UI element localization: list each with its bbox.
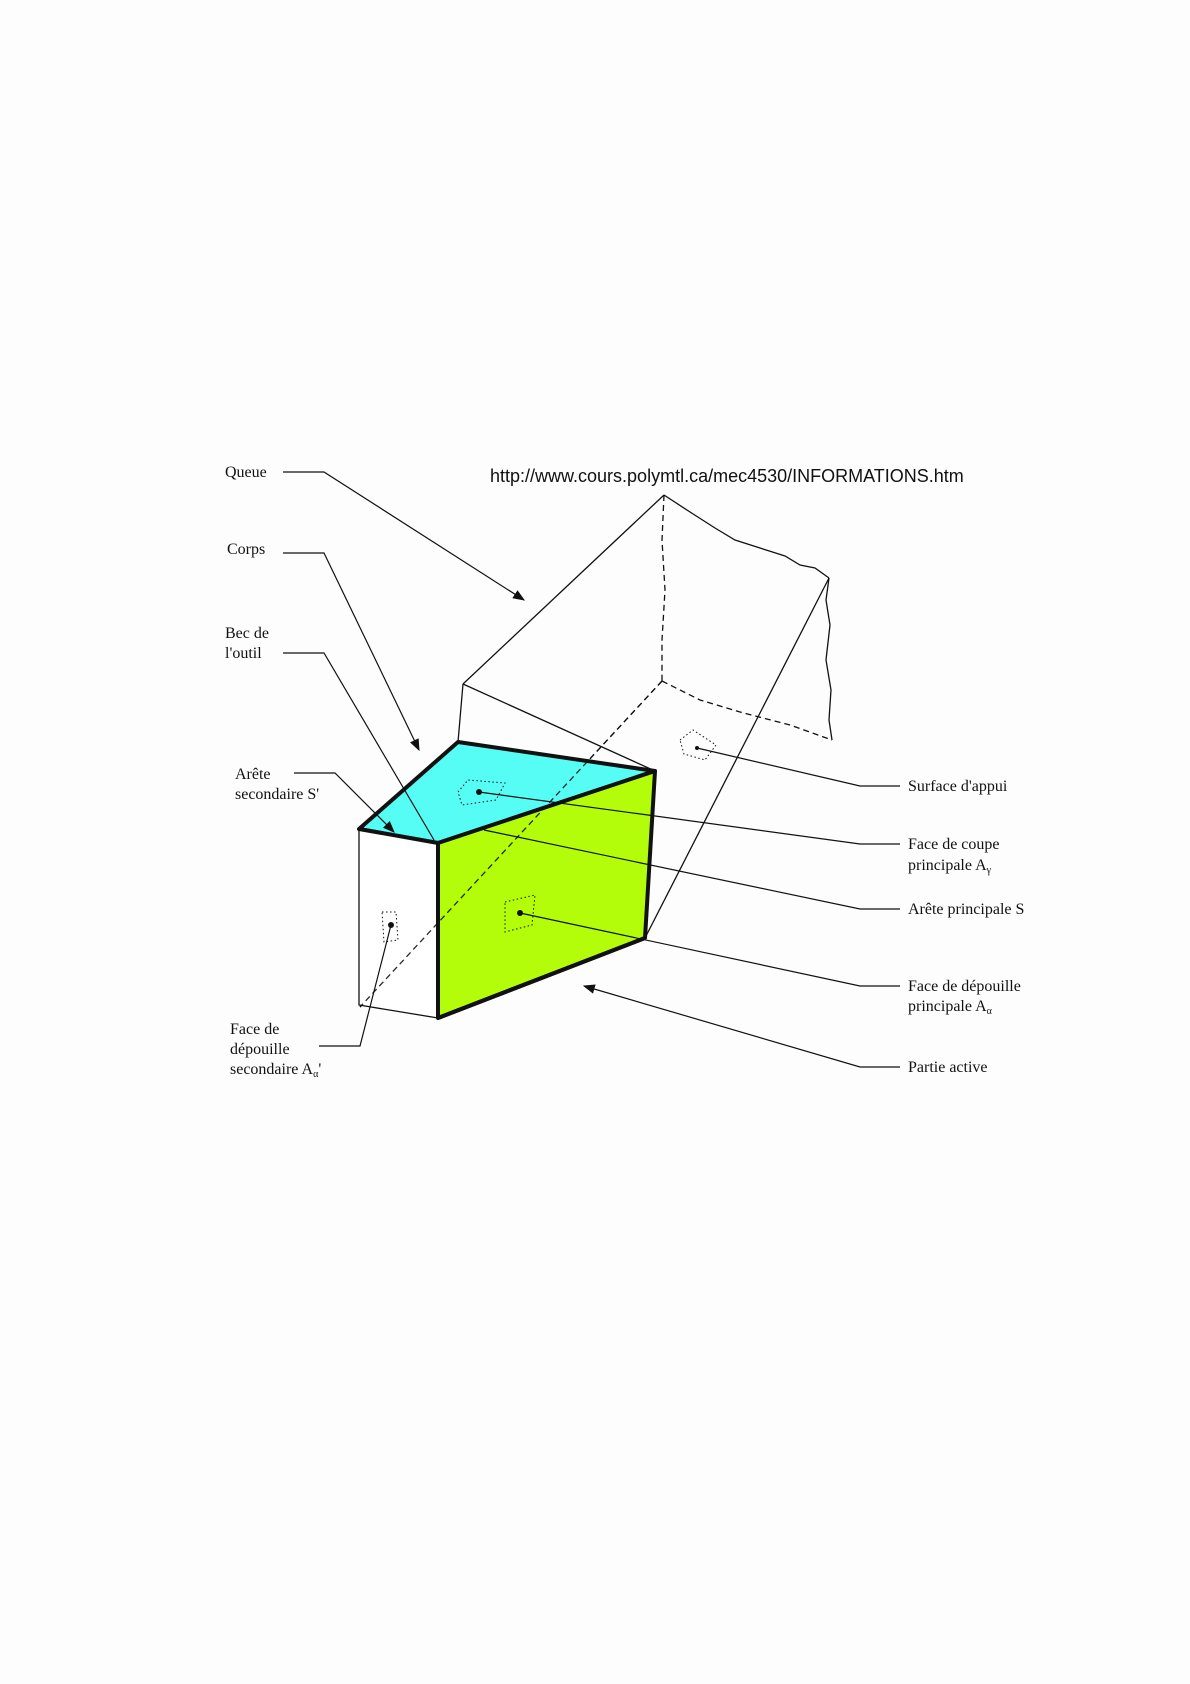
label-surface-appui: Surface d'appui xyxy=(908,778,1008,795)
label-queue: Queue xyxy=(225,464,267,481)
label-partie-active: Partie active xyxy=(908,1059,988,1076)
label-face-depouille-sec-line1: Face de xyxy=(230,1021,279,1038)
label-face-depouille-sec-line2: dépouille xyxy=(230,1041,290,1058)
label-bec-line1: Bec de xyxy=(225,625,269,642)
tool-shank xyxy=(457,494,833,939)
label-bec-line2: l'outil xyxy=(225,645,262,662)
label-arete-secondaire-line1: Arête xyxy=(235,766,271,783)
flank-face-secondary xyxy=(358,828,439,1019)
marker-dots xyxy=(388,746,699,928)
surface-markers xyxy=(381,729,717,943)
label-face-depouille-pr-line1: Face de dépouille xyxy=(908,978,1021,995)
label-face-coupe-line1: Face de coupe xyxy=(908,836,1000,853)
label-face-coupe-line2: principale Aγ xyxy=(908,857,992,876)
label-arete-principale: Arête principale S xyxy=(908,901,1024,918)
label-face-depouille-sec-line3: secondaire Aα' xyxy=(230,1061,321,1080)
source-url: http://www.cours.polymtl.ca/mec4530/INFO… xyxy=(490,466,964,486)
label-arete-secondaire-line2: secondaire S' xyxy=(235,786,319,803)
leader-lines xyxy=(283,471,900,1068)
label-face-depouille-pr-line2: principale Aα xyxy=(908,998,993,1017)
label-corps: Corps xyxy=(227,541,265,558)
